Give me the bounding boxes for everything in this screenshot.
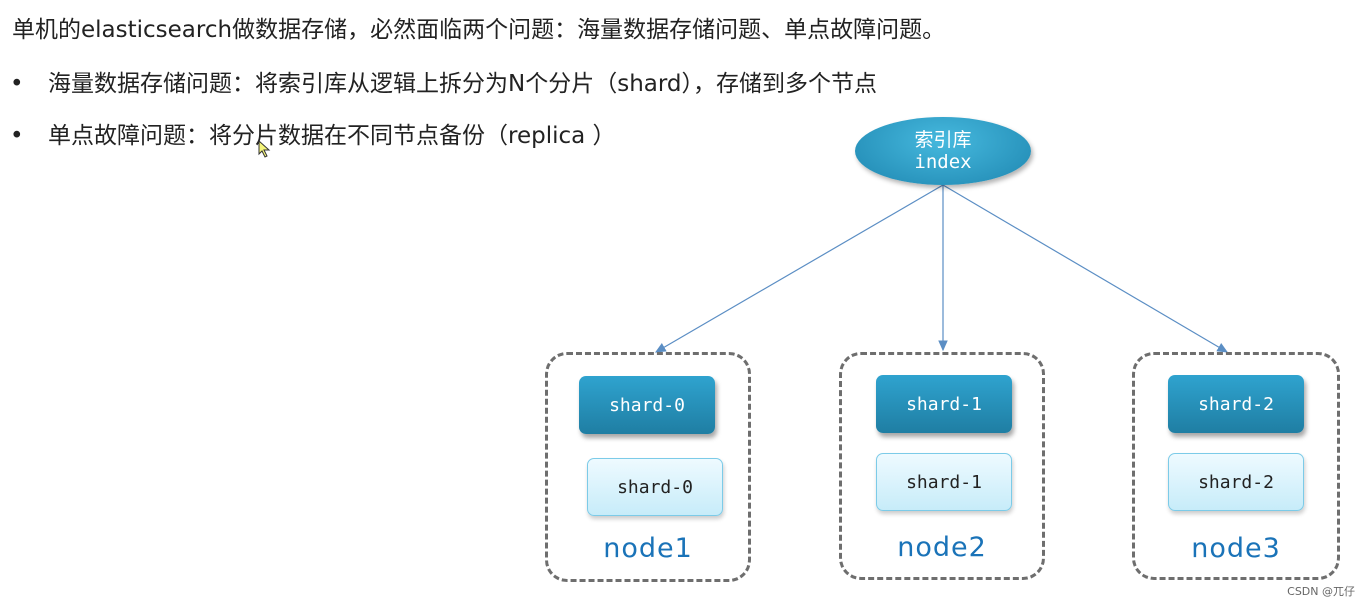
primary-shard-2: shard-2	[1168, 375, 1304, 433]
index-label-cn: 索引库	[914, 129, 972, 151]
bullet-item: • 单点故障问题：将分片数据在不同节点备份（replica ）	[10, 116, 616, 150]
node-label-2: node2	[897, 532, 987, 563]
replica-shard-0: shard-0	[587, 458, 723, 516]
heading-text: 单机的elasticsearch做数据存储，必然面临两个问题：海量数据存储问题、…	[12, 17, 946, 43]
node-label-1: node1	[603, 533, 693, 564]
bullet-marker: •	[10, 123, 24, 149]
node-box-3	[1132, 352, 1340, 580]
primary-shard-1: shard-1	[876, 375, 1012, 433]
node-box-1	[545, 352, 751, 582]
primary-shard-0: shard-0	[579, 376, 715, 434]
node-box-2	[839, 352, 1045, 580]
bullet-text: 海量数据存储问题：将索引库从逻辑上拆分为N个分片（shard），存储到多个节点	[48, 71, 878, 97]
bullet-marker: •	[10, 71, 24, 97]
watermark-text: CSDN @兀仔	[1287, 585, 1355, 598]
arrow-to-node1	[654, 184, 944, 353]
replica-shard-1: shard-1	[876, 453, 1012, 511]
arrow-to-node3	[942, 184, 1229, 353]
bullet-item: • 海量数据存储问题：将索引库从逻辑上拆分为N个分片（shard），存储到多个节点	[10, 64, 877, 98]
mouse-cursor-icon	[258, 140, 271, 158]
replica-shard-2: shard-2	[1168, 453, 1304, 511]
index-node: 索引库 index	[855, 117, 1031, 185]
index-label: index	[914, 151, 972, 173]
node-label-3: node3	[1191, 533, 1281, 564]
bullet-text: 单点故障问题：将分片数据在不同节点备份（replica ）	[48, 123, 616, 149]
